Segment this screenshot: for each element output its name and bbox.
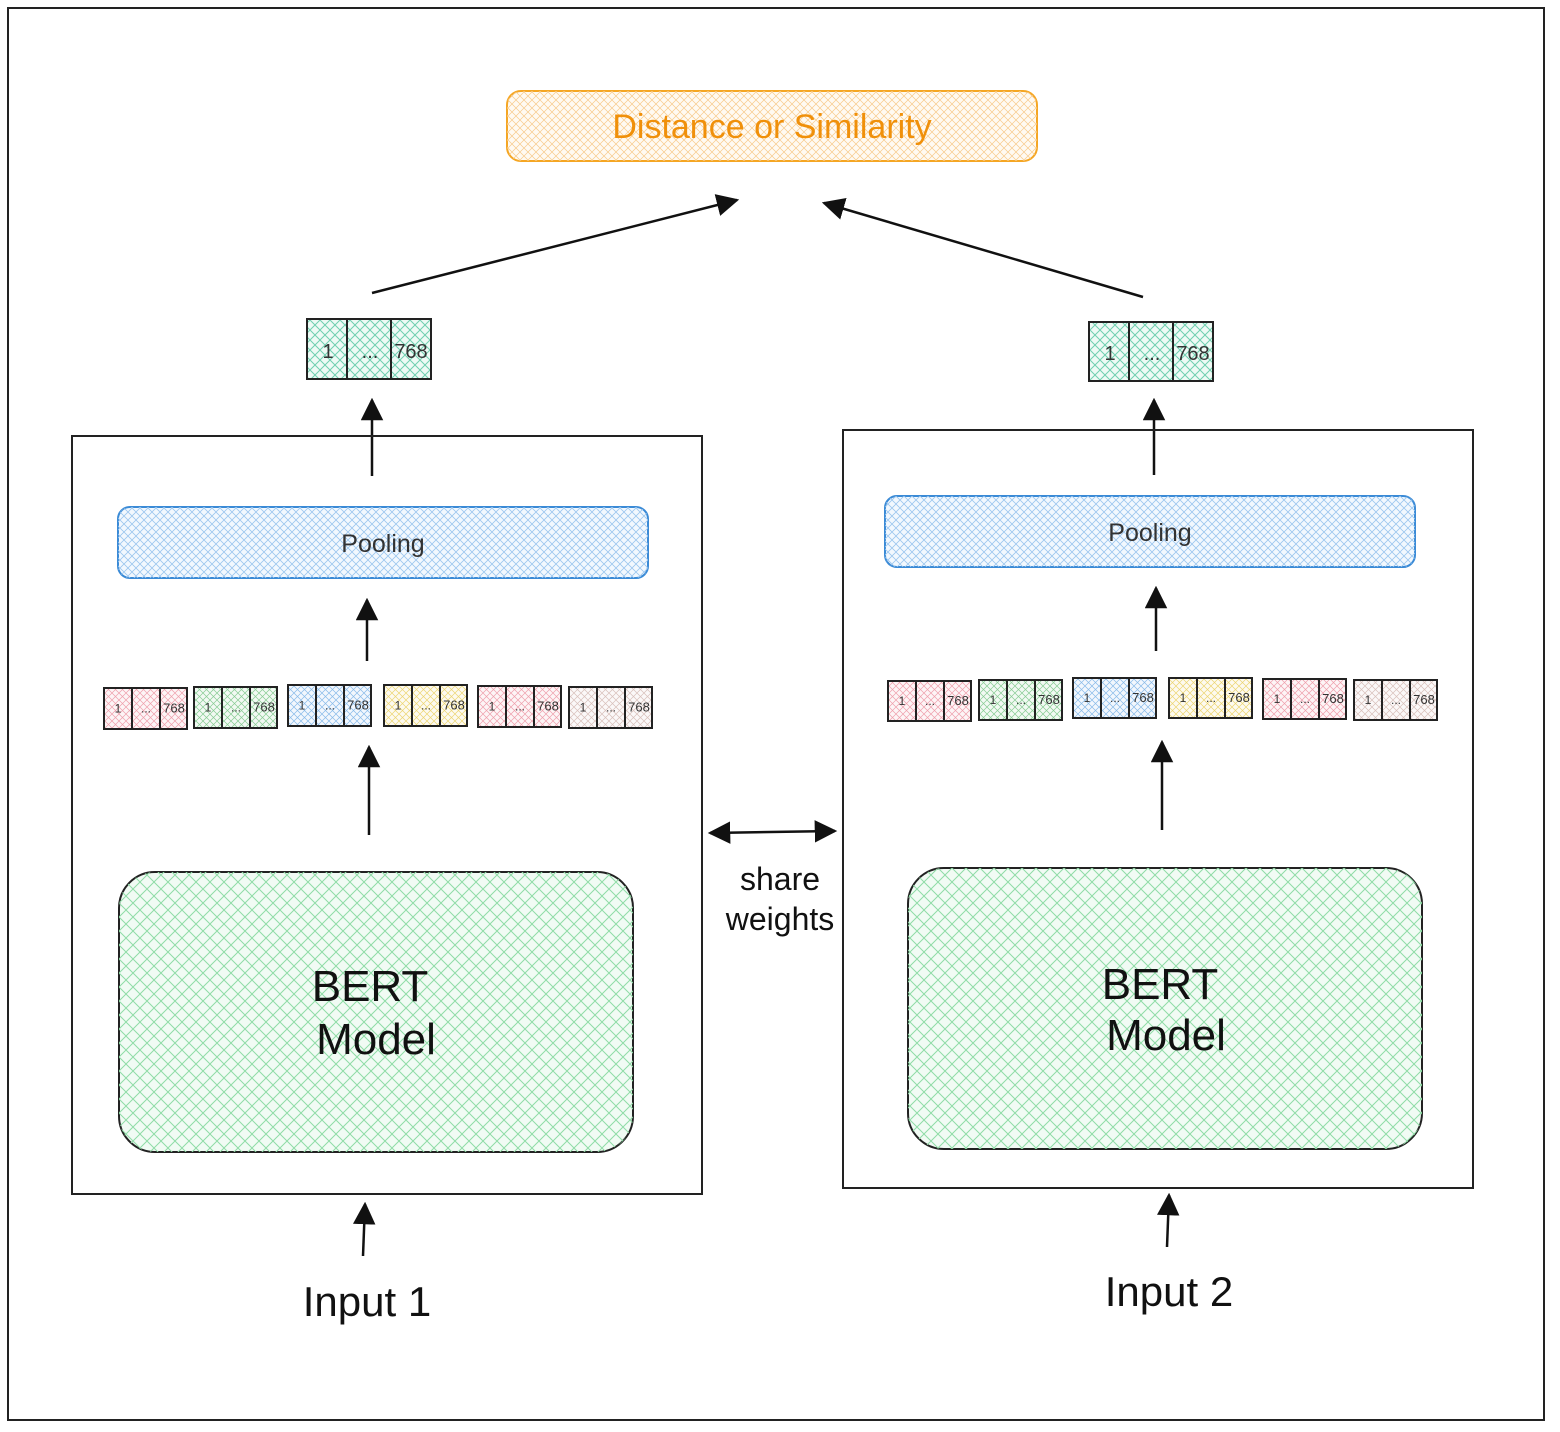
left-encoder-box [71, 435, 703, 1195]
right-bert-model: BERT Model [907, 867, 1423, 1150]
left-token-vector-6-cell-2: ... [606, 701, 616, 715]
right-token-vector-1-cell-1: 1 [899, 694, 906, 708]
arrow-right-to-result [821, 197, 1144, 299]
left-token-vector-3: 1... 768 [287, 684, 372, 727]
outer-frame [7, 7, 1545, 1421]
left-token-vector-2-cell-1: 1 [205, 701, 212, 715]
left-token-vector-1-cell-1: 1 [115, 702, 122, 716]
right-token-vectors: 1... 768 1... 768 1... 768 1... 768 1... 768 1... 7… [887, 677, 1438, 722]
right-token-vector-3-cell-1: 1 [1084, 691, 1091, 705]
right-token-vector-4: 1... 768 [1168, 677, 1253, 719]
left-output-cell-3: 768 [394, 341, 427, 363]
share-weights-arrow [707, 820, 838, 844]
right-token-vector-4-cell-1: 1 [1180, 691, 1187, 705]
left-bert-model: BERT Model [118, 871, 634, 1153]
right-output-cell-1: 1 [1104, 343, 1115, 365]
right-token-vector-4-cell-2: ... [1206, 691, 1216, 705]
right-token-vector-5-cell-1: 1 [1274, 692, 1281, 706]
left-token-vector-2-cell-2: ... [231, 701, 241, 715]
result-label: Distance or Similarity [612, 108, 931, 146]
right-input-label: Input 2 [1105, 1268, 1233, 1315]
right-token-vector-5-cell-2: ... [1300, 692, 1310, 706]
right-output-cell-2: ... [1144, 343, 1161, 365]
left-model-line2: Model [316, 1015, 436, 1064]
right-token-vector-1: 1... 768 [887, 680, 972, 722]
share-weights-line1: share [740, 861, 820, 897]
right-token-vector-4-cell-3: 768 [1228, 690, 1250, 705]
left-token-vectors: 1... 768 1... 768 1... 768 1... 768 1... 768 1... 7… [103, 684, 653, 730]
right-token-vector-2: 1... 768 [978, 679, 1063, 721]
left-token-vector-6: 1... 768 [568, 686, 653, 729]
right-token-vector-2-cell-1: 1 [990, 693, 997, 707]
right-token-vector-2-cell-2: ... [1016, 693, 1026, 707]
right-token-vector-5-cell-3: 768 [1322, 691, 1344, 706]
share-weights-line2: weights [725, 901, 835, 937]
left-pooling-label: Pooling [341, 530, 424, 558]
right-model-line1: BERT [1102, 960, 1219, 1009]
left-token-vector-1-cell-3: 768 [163, 701, 185, 716]
left-token-vector-2-cell-3: 768 [253, 700, 275, 715]
left-token-vector-3-cell-2: ... [325, 699, 335, 713]
left-output-cell-2: ... [362, 341, 379, 363]
left-token-vector-1: 1... 768 [103, 687, 188, 730]
right-token-vector-3: 1... 768 [1072, 677, 1157, 719]
right-token-vector-1-cell-2: ... [925, 694, 935, 708]
left-token-vector-3-cell-1: 1 [299, 699, 306, 713]
right-arrow-input-to-model [1156, 1192, 1180, 1248]
right-pooling-node: Pooling [884, 495, 1416, 568]
left-input-label: Input 1 [303, 1278, 431, 1325]
left-token-vector-6-cell-3: 768 [628, 700, 650, 715]
left-token-vector-5-cell-2: ... [515, 700, 525, 714]
left-token-vector-4-cell-3: 768 [443, 698, 465, 713]
right-token-vector-6-cell-1: 1 [1365, 693, 1372, 707]
left-token-vector-1-cell-2: ... [141, 702, 151, 716]
left-token-vector-2: 1... 768 [193, 686, 278, 729]
right-encoder-box [842, 429, 1474, 1189]
left-token-vector-3-cell-3: 768 [347, 698, 369, 713]
left-pooling-node: Pooling [117, 506, 649, 579]
left-token-vector-5-cell-3: 768 [537, 699, 559, 714]
left-output-vector: 1 ... 768 [306, 318, 432, 380]
left-arrow-input-to-model [352, 1201, 376, 1257]
right-output-cell-3: 768 [1176, 343, 1209, 365]
left-token-vector-4-cell-2: ... [421, 699, 431, 713]
right-token-vector-6-cell-2: ... [1391, 693, 1401, 707]
left-token-vector-5-cell-1: 1 [489, 700, 496, 714]
left-token-vector-4-cell-1: 1 [395, 699, 402, 713]
right-token-vector-3-cell-3: 768 [1132, 690, 1154, 705]
left-token-vector-4: 1... 768 [383, 684, 468, 727]
left-output-cell-1: 1 [322, 341, 333, 363]
right-output-vector: 1 ... 768 [1088, 321, 1214, 382]
right-token-vector-6: 1... 768 [1353, 679, 1438, 721]
right-token-vector-2-cell-3: 768 [1038, 692, 1060, 707]
left-model-line1: BERT [312, 962, 429, 1011]
right-token-vector-3-cell-2: ... [1110, 691, 1120, 705]
result-node: Distance or Similarity [506, 90, 1038, 162]
left-token-vector-6-cell-1: 1 [580, 701, 587, 715]
right-model-line2: Model [1106, 1011, 1226, 1060]
left-token-vector-5: 1... 768 [477, 685, 562, 728]
right-token-vector-5: 1... 768 [1262, 678, 1347, 720]
share-weights: share weights [707, 820, 838, 937]
right-token-vector-1-cell-3: 768 [947, 693, 969, 708]
right-pooling-label: Pooling [1108, 519, 1191, 547]
right-token-vector-6-cell-3: 768 [1413, 692, 1435, 707]
arrow-left-to-result [371, 194, 740, 295]
